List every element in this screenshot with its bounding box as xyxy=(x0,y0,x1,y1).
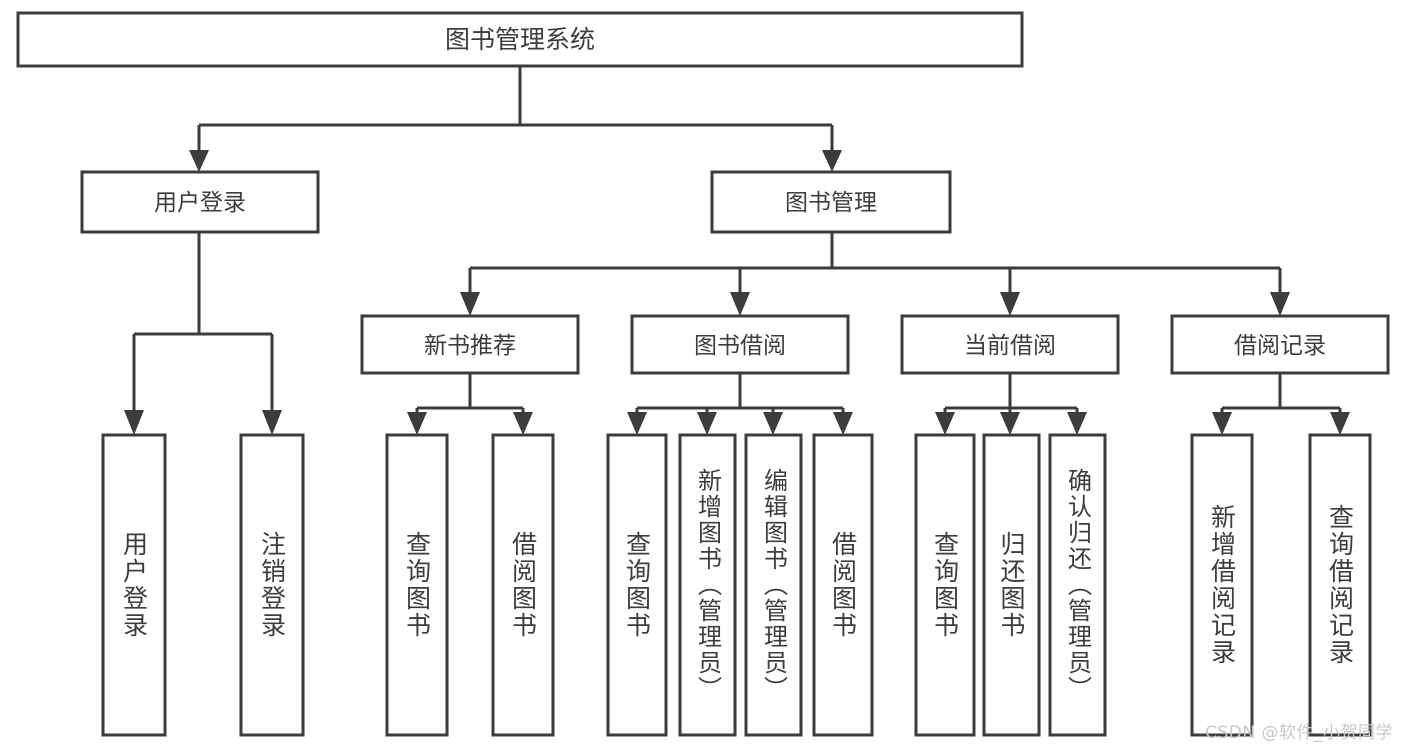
arrowhead-leaf-borrow-book-2 xyxy=(833,412,853,435)
node-leaf-edit-book-box[interactable] xyxy=(744,433,803,737)
arrowhead-leaf-confirm-return xyxy=(1067,412,1087,435)
node-current-borrow-label: 当前借阅 xyxy=(964,333,1056,359)
node-book-borrow-box[interactable] xyxy=(630,314,850,375)
arrowhead-leaf-user-login xyxy=(124,410,144,435)
arrowhead-leaf-logout xyxy=(262,410,282,435)
node-book-borrow[interactable]: 图书借阅 xyxy=(630,314,850,375)
node-leaf-confirm-return-box[interactable] xyxy=(1048,433,1107,737)
node-new-book-rec-label: 新书推荐 xyxy=(424,333,516,359)
arrowhead-leaf-query-book-3 xyxy=(935,412,955,435)
arrowhead-leaf-add-record xyxy=(1212,412,1232,435)
arrowhead-leaf-query-book-1 xyxy=(407,412,427,435)
node-leaf-borrow-book-1-box[interactable] xyxy=(491,433,555,737)
arrowhead-leaf-borrow-book-1 xyxy=(513,412,533,435)
node-current-borrow[interactable]: 当前借阅 xyxy=(900,314,1120,375)
node-book-manage-label: 图书管理 xyxy=(785,190,877,216)
arrowhead-leaf-query-book-2 xyxy=(627,412,647,435)
node-root-label: 图书管理系统 xyxy=(445,25,595,54)
node-leaf-return-book-box[interactable] xyxy=(982,433,1041,737)
node-root[interactable]: 图书管理系统 xyxy=(16,11,1024,68)
node-leaf-add-book-box[interactable] xyxy=(678,433,737,737)
node-borrow-record[interactable]: 借阅记录 xyxy=(1170,314,1390,375)
node-book-manage-box[interactable] xyxy=(710,170,952,234)
node-leaf-query-book-3-box[interactable] xyxy=(914,433,976,737)
node-leaf-add-record-box[interactable] xyxy=(1190,433,1254,737)
arrowhead-new-book-rec xyxy=(460,292,480,316)
arrowhead-current-borrow xyxy=(1000,292,1020,316)
arrowhead-leaf-return-book xyxy=(1000,412,1020,435)
node-leaf-query-book-2-box[interactable] xyxy=(606,433,668,737)
node-user-login[interactable]: 用户登录 xyxy=(80,170,320,234)
node-current-borrow-box[interactable] xyxy=(900,314,1120,375)
connector-layer xyxy=(124,66,1350,435)
node-leaf-user-login-box[interactable] xyxy=(101,433,167,737)
node-leaf-logout-box[interactable] xyxy=(239,433,305,737)
node-root-box[interactable] xyxy=(16,11,1024,68)
arrowhead-bookmanage xyxy=(822,150,842,172)
node-new-book-rec-box[interactable] xyxy=(360,314,580,375)
arrowhead-userlogin xyxy=(189,150,209,172)
node-book-borrow-label: 图书借阅 xyxy=(694,333,786,359)
node-borrow-record-label: 借阅记录 xyxy=(1234,333,1326,359)
watermark: CSDN @软件_小贺同学 xyxy=(1205,723,1393,743)
node-new-book-rec[interactable]: 新书推荐 xyxy=(360,314,580,375)
node-leaf-query-book-1-box[interactable] xyxy=(385,433,449,737)
node-leaf-borrow-book-2-box[interactable] xyxy=(812,433,874,737)
arrowhead-book-borrow xyxy=(730,292,750,316)
leaf-boxes xyxy=(101,433,1372,737)
node-borrow-record-box[interactable] xyxy=(1170,314,1390,375)
node-book-manage[interactable]: 图书管理 xyxy=(710,170,952,234)
node-user-login-label: 用户登录 xyxy=(154,190,246,216)
arrowhead-leaf-query-record xyxy=(1330,412,1350,435)
node-user-login-box[interactable] xyxy=(80,170,320,234)
arrowhead-leaf-edit-book xyxy=(763,412,783,435)
arrowhead-borrow-record xyxy=(1270,292,1290,316)
arrowhead-leaf-add-book xyxy=(697,412,717,435)
node-leaf-query-record-box[interactable] xyxy=(1308,433,1372,737)
